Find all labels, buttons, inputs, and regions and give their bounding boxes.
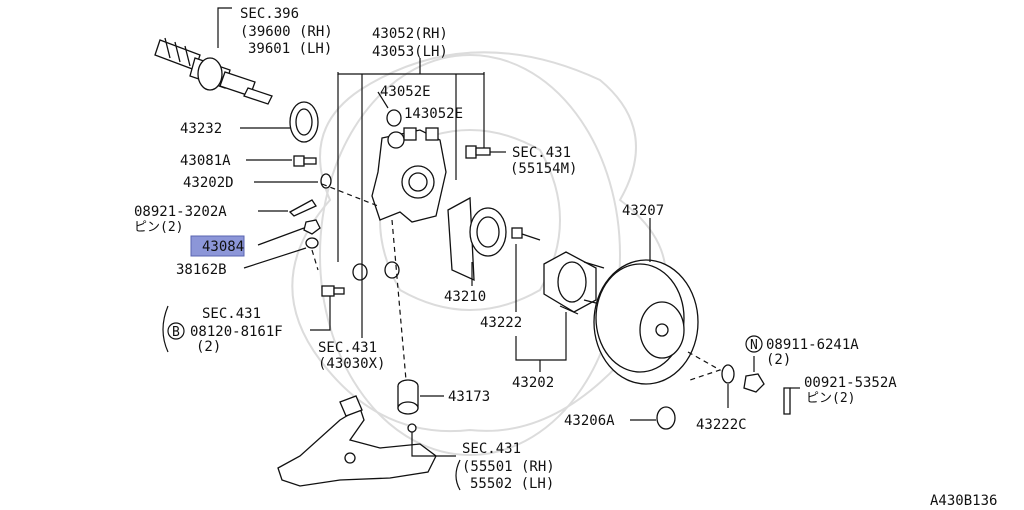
label-55501-rh: (55501 (RH) — [462, 459, 555, 475]
bolt-43081a-part[interactable] — [293, 155, 317, 167]
n-circle-symbol — [745, 335, 763, 353]
b-circle-symbol — [167, 322, 185, 340]
washer-38162b-part[interactable] — [305, 237, 319, 249]
hub-43202-part[interactable] — [543, 251, 605, 315]
rotor-43207-part[interactable] — [593, 259, 699, 385]
label-43232: 43232 — [180, 121, 222, 137]
label-43081a: 43081A — [180, 153, 231, 169]
knuckle-43052-part[interactable] — [371, 127, 447, 223]
label-39600-rh: (39600 (RH) — [240, 24, 333, 40]
drive-shaft-part[interactable] — [154, 37, 273, 105]
bushing-43052e-part[interactable] — [386, 109, 405, 149]
label-43053-lh: 43053(LH) — [372, 44, 448, 60]
label-08911-6241a: 08911-6241A — [766, 337, 859, 353]
label-43052e-a: 43052E — [380, 84, 431, 100]
cap-43206a-part[interactable] — [656, 406, 676, 430]
label-43052e-b: 143052E — [404, 106, 463, 122]
label-43202d: 43202D — [183, 175, 234, 191]
seal-43232-part[interactable] — [289, 101, 319, 143]
label-n-circle: N — [750, 338, 758, 353]
bolt-43222-part[interactable] — [511, 227, 541, 241]
label-sec431-b: SEC.431 — [202, 306, 261, 322]
label-55154m: (55154M) — [510, 161, 577, 177]
bolt-55154m-part[interactable] — [465, 145, 491, 159]
label-b-circle: B — [172, 325, 180, 340]
label-43222: 43222 — [480, 315, 522, 331]
label-sec396: SEC.396 — [240, 6, 299, 22]
highlight-43084[interactable] — [190, 235, 245, 257]
diagram-id: A430B136 — [930, 493, 997, 509]
lower-arm-part[interactable] — [277, 395, 437, 487]
washer-43222c-part[interactable] — [721, 364, 735, 384]
label-pin-2-a: ピン(2) — [134, 220, 183, 235]
label-08120-8161f: 08120-8161F — [190, 324, 283, 340]
nut-43084-part[interactable] — [303, 219, 321, 235]
cotter-pin-00921-part[interactable] — [783, 387, 791, 415]
knuckle-lower-bushings[interactable] — [352, 261, 400, 281]
label-55502-lh: 55502 (LH) — [470, 476, 554, 492]
bearing-43210-part[interactable] — [447, 196, 507, 282]
label-43202: 43202 — [512, 375, 554, 391]
bushing-43173-part[interactable] — [397, 379, 419, 415]
label-39601-lh: 39601 (LH) — [248, 41, 332, 57]
label-sec431-d: SEC.431 — [462, 441, 521, 457]
label-qty-2-n: (2) — [766, 352, 791, 368]
label-sec431-top: SEC.431 — [512, 145, 571, 161]
label-43084: 43084 — [202, 239, 244, 255]
label-43052-rh: 43052(RH) — [372, 26, 448, 42]
cotter-pin-part[interactable] — [288, 199, 317, 217]
label-08921-3202a: 08921-3202A — [134, 204, 227, 220]
label-43206a: 43206A — [564, 413, 615, 429]
label-00921-5352a: 00921-5352A — [804, 375, 897, 391]
label-43222c: 43222C — [696, 417, 747, 433]
label-43207: 43207 — [622, 203, 664, 219]
label-sec431-c: SEC.431 — [318, 340, 377, 356]
label-38162b: 38162B — [176, 262, 227, 278]
bolt-08120-part[interactable] — [321, 285, 345, 297]
label-pin-2-b: ピン(2) — [806, 391, 855, 406]
watermark-emblem — [291, 51, 667, 456]
label-qty-2-b: (2) — [196, 339, 221, 355]
label-43173: 43173 — [448, 389, 490, 405]
nut-08911-part[interactable] — [743, 373, 765, 393]
label-43210: 43210 — [444, 289, 486, 305]
label-43030x: (43030X) — [318, 356, 385, 372]
